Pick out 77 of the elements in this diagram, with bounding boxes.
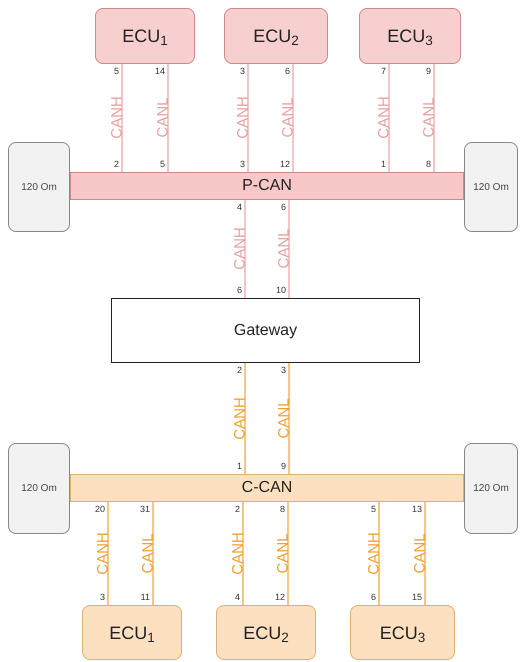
ecu-box: ECU$_{1}$ (95, 8, 195, 64)
pin-number: 2 (236, 365, 242, 376)
pin-number: 5 (158, 159, 165, 170)
bus-bar: P-CAN (70, 172, 464, 200)
pin-number: 9 (280, 461, 286, 472)
pin-number: 6 (370, 592, 376, 603)
resistor-box: 120 Om (8, 142, 70, 232)
pin-number: 2 (112, 159, 119, 170)
pin-number: 31 (138, 504, 150, 515)
ecu-box: ECU$_{3}$ (359, 8, 461, 64)
pin-number: 20 (94, 504, 105, 515)
pin-number: 6 (236, 285, 242, 296)
wire (388, 64, 390, 172)
ecu-box: ECU$_{2}$ (216, 605, 316, 660)
edge-label: CANL (140, 532, 156, 576)
wire (152, 502, 154, 605)
pin-number: 4 (236, 202, 242, 213)
wire (121, 64, 123, 172)
edge-label: CANH (230, 530, 246, 576)
ecu-box: ECU$_{2}$ (224, 8, 328, 64)
wire (247, 64, 249, 172)
edge-label: CANL (412, 532, 428, 576)
pin-number: 3 (238, 66, 245, 77)
pin-number: 3 (238, 159, 245, 170)
wire (433, 64, 435, 172)
edge-label: CANL (276, 228, 292, 271)
edge-label: CANL (422, 96, 436, 140)
wire (167, 64, 169, 172)
wire (288, 363, 290, 474)
ecu-box: ECU$_{1}$ (82, 605, 182, 660)
pin-number: 11 (140, 592, 150, 603)
edge-label: CANH (366, 530, 382, 576)
ecu-box: ECU$_{3}$ (350, 605, 455, 660)
pin-number: 2 (234, 504, 240, 515)
pin-number: 10 (274, 285, 286, 296)
pin-number: 8 (278, 504, 285, 515)
edge-label: CANL (156, 96, 170, 140)
resistor-box: 120 Om (464, 142, 518, 232)
pin-number: 7 (380, 66, 386, 77)
wire (378, 502, 380, 605)
wire (244, 363, 246, 474)
gateway-box: Gateway (111, 298, 420, 363)
wire (424, 502, 426, 605)
edge-label: CANL (276, 532, 290, 576)
pin-number: 6 (280, 202, 286, 213)
wire (287, 502, 289, 605)
pin-number: 8 (424, 159, 431, 170)
resistor-box: 120 Om (8, 443, 70, 534)
edge-label: CANH (236, 95, 250, 141)
wire (107, 502, 109, 605)
pin-number: 5 (112, 66, 119, 77)
edge-label: CANH (96, 530, 110, 576)
edge-label: CANH (232, 396, 248, 442)
wire (288, 200, 290, 298)
wire (292, 64, 294, 172)
edge-label: CANH (376, 95, 392, 141)
pin-number: 5 (370, 504, 376, 515)
edge-label: CANL (280, 96, 296, 140)
pin-number: 3 (98, 592, 105, 603)
resistor-box: 120 Om (464, 443, 518, 534)
edge-label: CANL (276, 397, 292, 440)
edge-label: CANH (110, 95, 124, 141)
pin-number: 12 (274, 592, 285, 603)
pin-number: 1 (380, 159, 386, 170)
pin-number: 1 (236, 461, 242, 472)
pin-number: 12 (278, 159, 290, 170)
pin-number: 6 (284, 66, 290, 77)
pin-number: 9 (424, 66, 431, 77)
pin-number: 13 (410, 504, 422, 515)
pin-number: 4 (234, 592, 240, 603)
pin-number: 14 (154, 66, 165, 77)
wire (242, 502, 244, 605)
bus-bar: C-CAN (70, 474, 464, 502)
wire (244, 200, 246, 298)
edge-label: CANH (232, 226, 248, 272)
pin-number: 3 (280, 365, 286, 376)
pin-number: 15 (410, 592, 422, 603)
